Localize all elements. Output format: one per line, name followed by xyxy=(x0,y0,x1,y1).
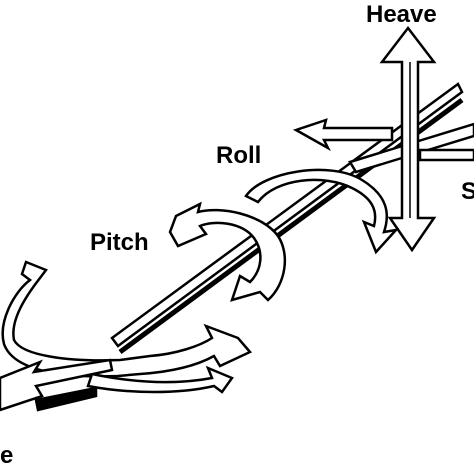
roll-rotation-arrow xyxy=(244,168,400,255)
surge-arrowhead xyxy=(0,358,114,412)
front-arc xyxy=(1,260,253,378)
sway-label: S xyxy=(461,178,474,205)
heave-label: Heave xyxy=(366,1,437,28)
pitch-label: Pitch xyxy=(90,229,149,256)
sway-arrow-left xyxy=(292,118,394,152)
pitch-arc xyxy=(168,201,286,302)
heave-axis xyxy=(379,25,437,253)
pitch-rotation-arrow xyxy=(168,201,286,302)
surge-label: e xyxy=(0,442,14,469)
front-lower-arc xyxy=(86,365,234,394)
sway-arrow-right xyxy=(418,148,474,162)
roll-label: Roll xyxy=(216,142,262,169)
front-rotation-arrow xyxy=(1,260,253,394)
surge-head xyxy=(0,358,114,412)
surge-head-shadow xyxy=(34,386,98,412)
heave-double-arrow xyxy=(379,25,437,253)
surge-axis-bar xyxy=(110,82,464,348)
roll-arc xyxy=(244,168,400,255)
